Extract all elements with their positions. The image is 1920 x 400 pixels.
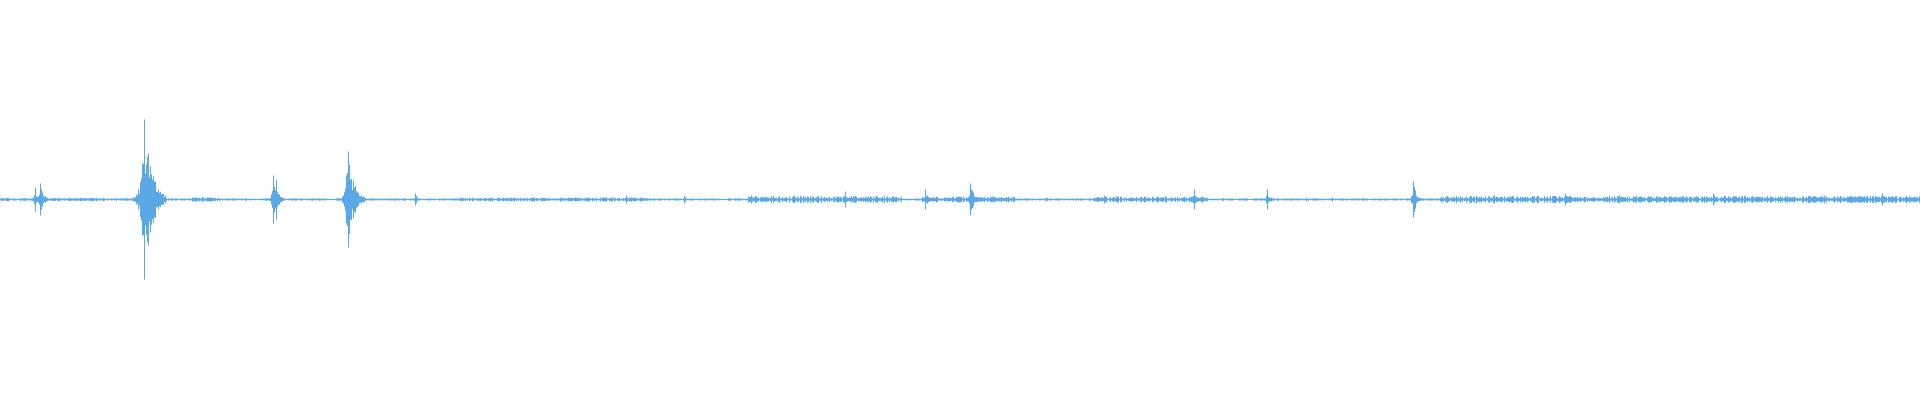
waveform-samples xyxy=(0,119,1920,280)
